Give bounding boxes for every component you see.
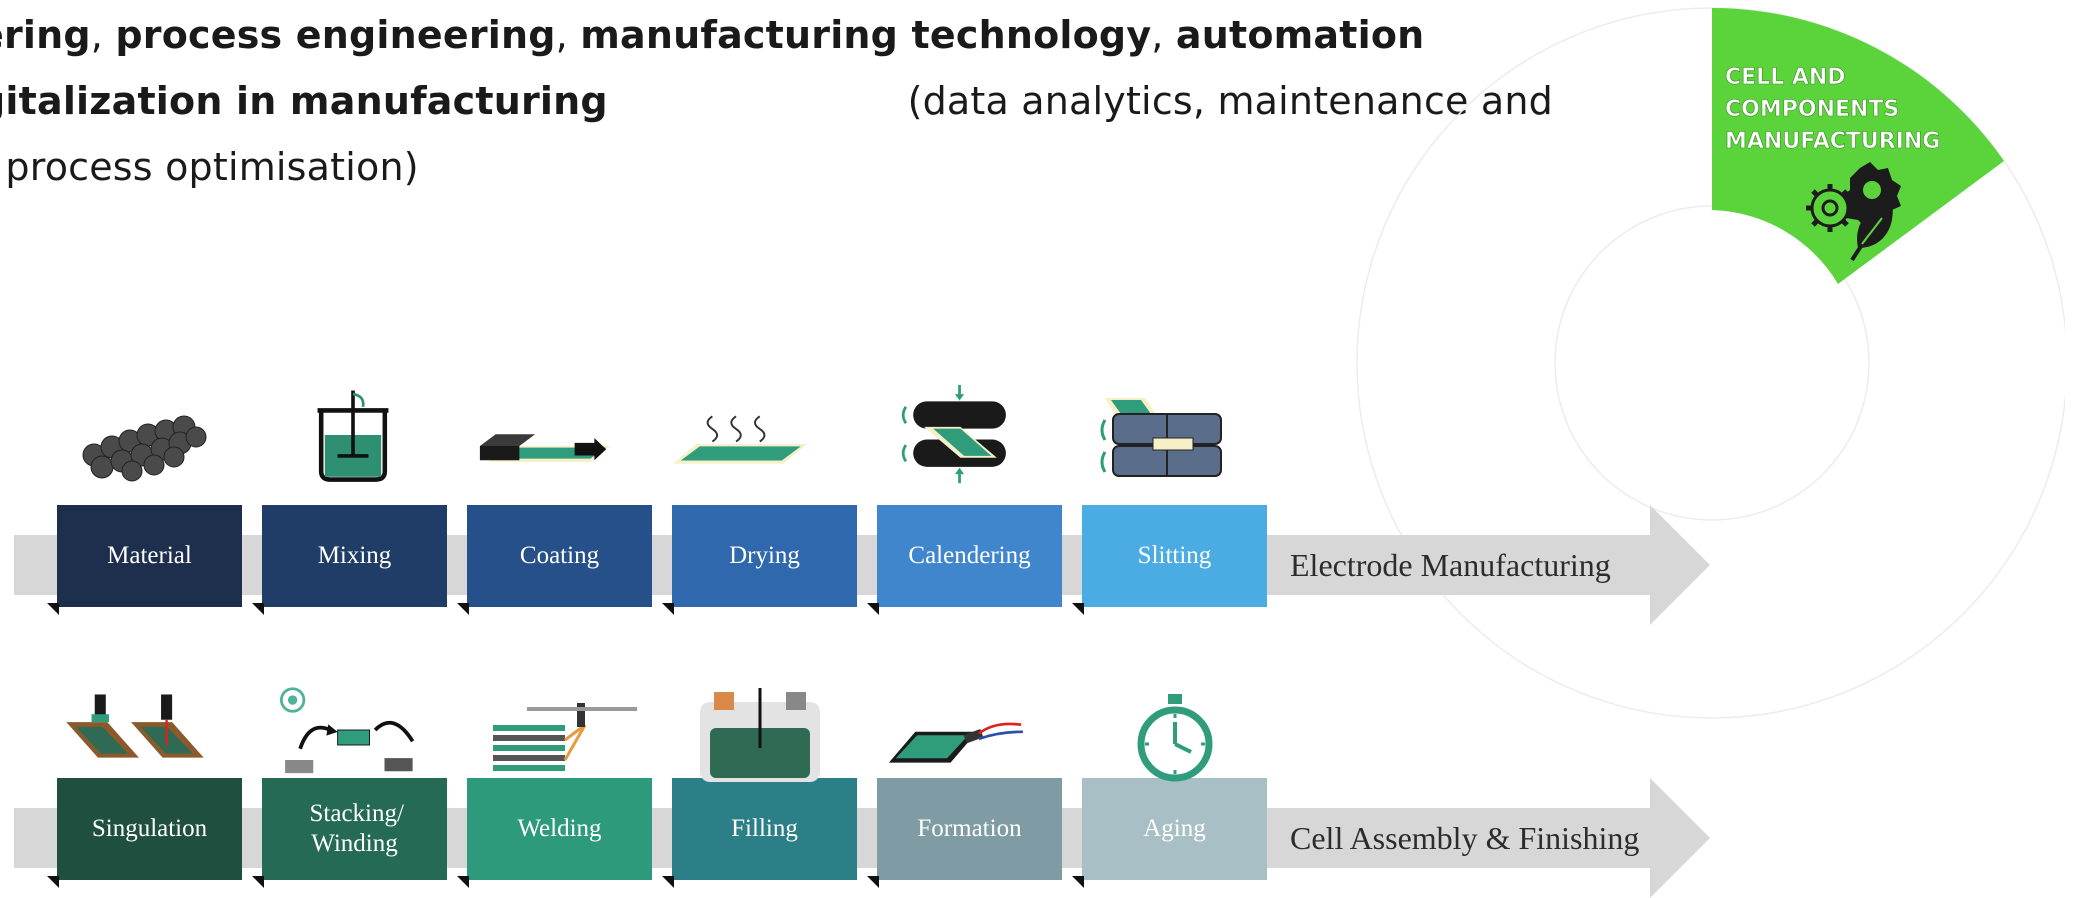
intro-line-2: gitalization in manufacturing (data anal… — [0, 68, 1553, 134]
row-arrow-head — [1650, 505, 1710, 625]
welding-icon — [493, 703, 637, 771]
step-label: Aging — [1143, 815, 1206, 842]
drying-icon — [672, 415, 808, 464]
step-aging: Aging — [1072, 778, 1267, 888]
intro-line-3: t process optimisation) — [0, 145, 419, 189]
badge-label-line-3: MANUFACTURING — [1725, 129, 1940, 154]
step-mixing: Mixing — [252, 505, 447, 615]
step-formation: Formation — [867, 778, 1062, 888]
intro-sep: , — [555, 13, 581, 57]
intro-line-1: ering, process engineering, manufacturin… — [0, 2, 1553, 68]
step-slitting: Slitting — [1072, 505, 1267, 615]
stacking-winding-icon — [279, 687, 415, 774]
slitting-rollers-icon — [1100, 398, 1222, 477]
step-calendering: Calendering — [867, 505, 1062, 615]
step-label: Drying — [729, 542, 800, 569]
row-title: Cell Assembly & Finishing — [1290, 820, 1640, 856]
mixing-tank-icon — [317, 390, 389, 482]
intro-bold: automation — [1175, 13, 1425, 57]
badge-label-line-2: COMPONENTS — [1725, 97, 1899, 122]
step-material: Material — [47, 505, 242, 615]
intro-bold: process engineering — [115, 13, 556, 57]
step-label: Coating — [519, 542, 600, 569]
aging-clock-icon — [1137, 694, 1213, 782]
step-stacking-winding: Stacking/ Winding — [252, 778, 447, 888]
material-particles-icon — [82, 415, 207, 482]
step-label: Formation — [917, 815, 1022, 842]
intro-text: ering, process engineering, manufacturin… — [0, 2, 1553, 200]
step-singulation: Singulation — [47, 778, 242, 888]
intro-sep: , — [1151, 13, 1176, 57]
process-row-cell-assembly: Cell Assembly & Finishing Singulation St… — [0, 778, 1720, 898]
calender-rollers-icon — [901, 385, 1006, 484]
gear-leaf-icon — [1806, 162, 1901, 262]
step-label: Singulation — [91, 815, 208, 842]
row-arrow-head — [1650, 778, 1710, 898]
process-row-electrode: Electrode Manufacturing Material Mixing … — [0, 505, 1720, 625]
filling-icon — [700, 688, 820, 782]
step-label: Stacking/ Winding — [309, 800, 404, 857]
step-coating: Coating — [457, 505, 652, 615]
formation-icon — [888, 722, 1023, 763]
step-label: Filling — [731, 815, 798, 842]
step-label: Slitting — [1137, 542, 1212, 569]
intro-normal: (data analytics, maintenance and — [907, 79, 1553, 123]
intro-bold: manufacturing technology — [580, 13, 1152, 57]
step-label: Mixing — [317, 542, 392, 569]
step-label: Welding — [517, 815, 602, 842]
step-filling: Filling — [662, 778, 857, 888]
singulation-icon — [66, 694, 204, 758]
row-title: Electrode Manufacturing — [1290, 547, 1611, 583]
step-label: Calendering — [908, 542, 1031, 569]
badge-label-line-1: CELL AND — [1725, 65, 1846, 90]
category-ring: CELL AND COMPONENTS MANUFACTURING — [1356, 7, 2065, 719]
step-label: Material — [107, 542, 192, 569]
intro-bold: gitalization in manufacturing — [0, 79, 608, 123]
intro-sep: , — [90, 13, 116, 57]
step-drying: Drying — [662, 505, 857, 615]
intro-bold: ering — [0, 13, 91, 57]
coating-icon — [479, 434, 611, 462]
step-welding: Welding — [457, 778, 652, 888]
badge-segment — [1712, 7, 2004, 284]
